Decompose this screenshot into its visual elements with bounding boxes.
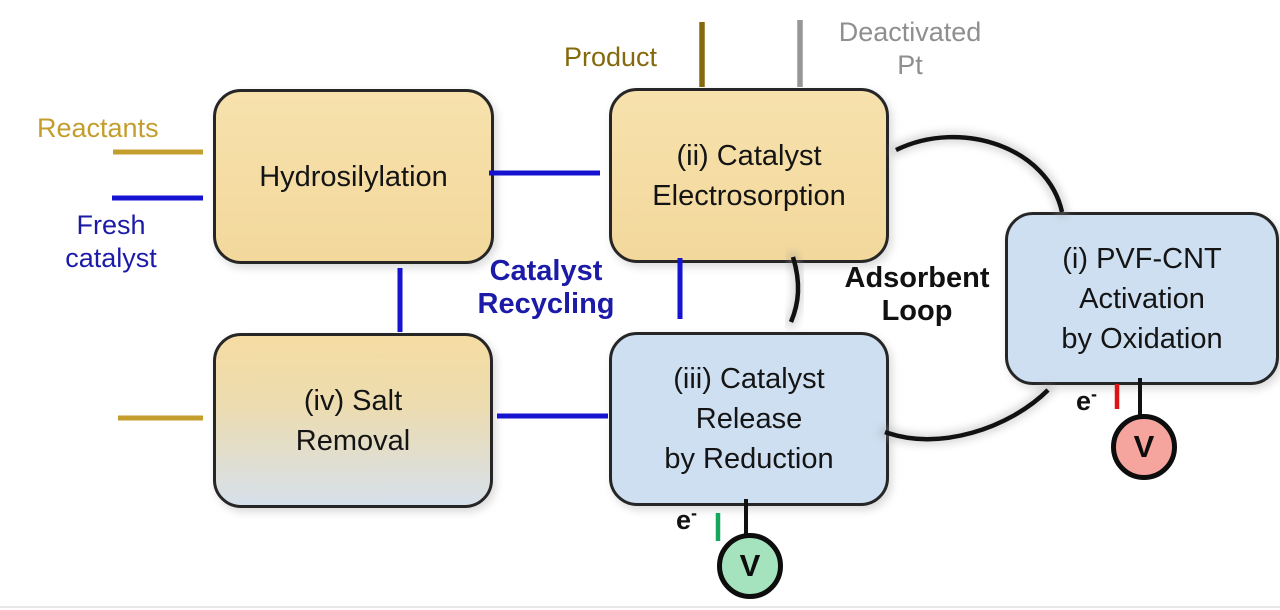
box-hydrosilylation-label: Hydrosilylation: [259, 160, 448, 193]
box-iii-catalyst-release: (iii) Catalyst Release by Reduction: [609, 332, 889, 506]
adsorbent-arc-iii-to-i: [884, 388, 1050, 442]
box-hydrosilylation: Hydrosilylation: [213, 89, 494, 264]
product-label: Product: [564, 42, 658, 72]
electron-label-red: e-: [1076, 384, 1098, 416]
box-i-label-line3: by Oxidation: [1061, 322, 1223, 355]
adsorbent-arc-ii-to-iii: [788, 256, 801, 323]
figure-bottom-edge: [0, 606, 1280, 608]
box-ii-label-line1: (ii) Catalyst: [676, 139, 822, 172]
box-iv-label-line1: (iv) Salt: [303, 384, 403, 417]
box-iii-label-line1: (iii) Catalyst: [673, 363, 825, 395]
box-iv-salt-removal: (iv) Salt Removal: [213, 333, 493, 508]
box-iii-label-line3: by Reduction: [664, 443, 834, 475]
box-i-label-line1: (i) PVF-CNT: [1062, 242, 1222, 275]
voltmeter-red: V: [1111, 414, 1177, 480]
reactants-label: Reactants: [37, 113, 159, 143]
box-ii-catalyst-electrosorption: (ii) Catalyst Electrosorption: [609, 88, 889, 263]
arc-shadow-iii-to-i: [879, 384, 1054, 446]
box-iv-label-line2: Removal: [295, 424, 411, 457]
arc-shadow-ii-to-iii: [785, 251, 805, 328]
catalyst-recycling-label: Catalyst Recycling: [477, 255, 615, 320]
voltmeter-green: V: [717, 533, 783, 599]
adsorbent-loop-label: Adsorbent Loop: [844, 262, 990, 327]
electron-label-green: e-: [676, 503, 698, 535]
deactivated-pt-label: Deactivated Pt: [838, 17, 982, 80]
fresh-catalyst-label: Fresh catalyst: [65, 210, 157, 273]
box-ii-label-line2: Electrosorption: [652, 179, 846, 212]
box-i-pvf-cnt-activation: (i) PVF-CNT Activation by Oxidation: [1005, 212, 1279, 385]
box-iii-label-line2: Release: [695, 403, 803, 435]
box-i-label-line2: Activation: [1079, 282, 1205, 315]
adsorbent-arc-i-to-ii: [895, 134, 1065, 213]
arc-shadow-i-to-ii: [890, 131, 1068, 218]
